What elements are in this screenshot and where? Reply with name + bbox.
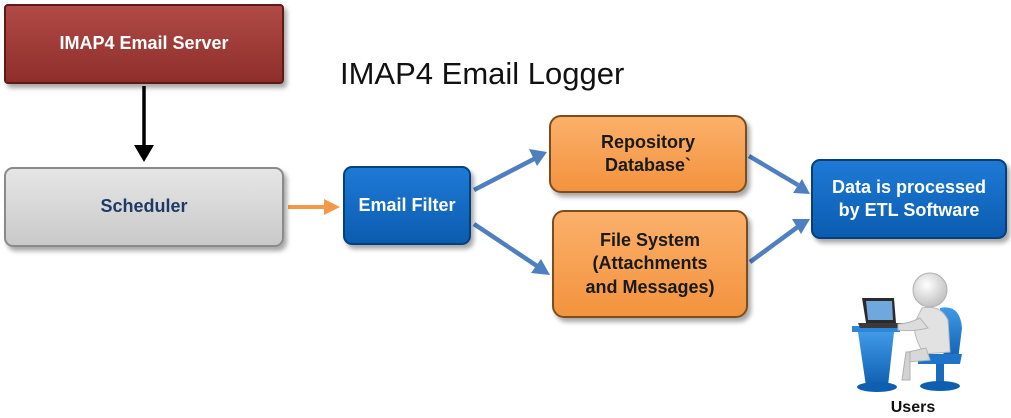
person-at-laptop-icon: [852, 272, 962, 392]
arrow-scheduler-to-filter-head: [324, 199, 340, 215]
repository-database-box: Repository Database`: [549, 115, 747, 193]
arrow-filter-to-filesystem-head: [531, 259, 550, 275]
arrow-repository-to-etl: [747, 154, 800, 187]
email-filter-box: Email Filter: [343, 166, 471, 245]
etl-processing-label: Data is processed by ETL Software: [831, 176, 987, 220]
arrow-filesystem-to-etl-head: [792, 219, 810, 234]
scheduler-label: Scheduler: [100, 196, 188, 217]
arrow-filter-to-repository-head: [529, 149, 547, 166]
arrow-filter-to-filesystem: [472, 222, 539, 268]
file-system-label: File System (Attachments and Messages): [585, 230, 715, 297]
arrow-filter-to-repository: [472, 157, 536, 192]
etl-processing-box: Data is processed by ETL Software: [811, 159, 1007, 239]
arrow-repository-to-etl-head: [793, 179, 810, 194]
imap4-email-server-box: IMAP4 Email Server: [4, 4, 284, 84]
scheduler-box: Scheduler: [4, 167, 284, 247]
arrow-filesystem-to-etl: [748, 224, 801, 264]
email-filter-label: Email Filter: [358, 194, 456, 215]
repository-database-label: Repository Database`: [600, 131, 696, 175]
diagram-title: IMAP4 Email Logger: [340, 56, 625, 91]
arrow-server-to-scheduler-head: [134, 145, 154, 162]
users-label: Users: [890, 399, 936, 416]
imap4-email-server-label: IMAP4 Email Server: [59, 33, 229, 54]
file-system-box: File System (Attachments and Messages): [552, 210, 748, 318]
